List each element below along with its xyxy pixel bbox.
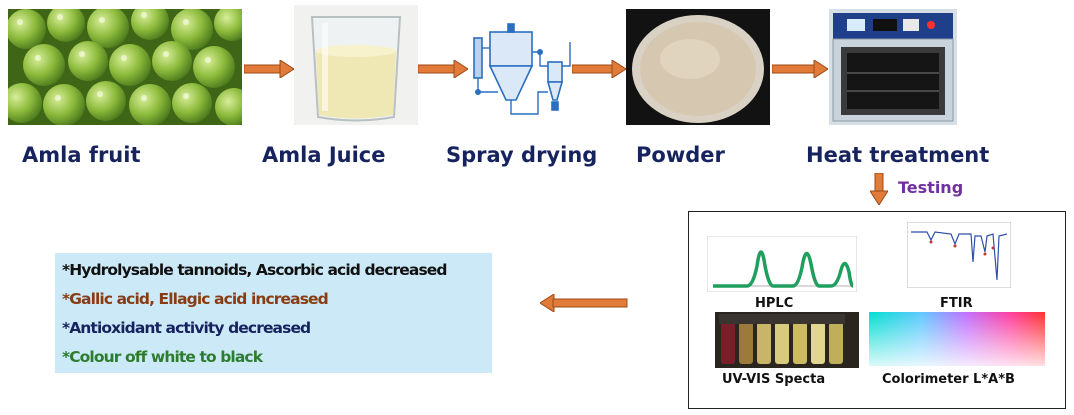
test-label-hplc: HPLC	[755, 296, 794, 311]
test-label-uv-vis: UV-VIS Specta	[722, 372, 826, 387]
color-gamut	[869, 312, 1045, 366]
testing-panel: HPLC FTIR UV-VIS Specta	[688, 211, 1066, 409]
arrow-right-icon	[418, 60, 468, 78]
oven-photo	[829, 9, 957, 125]
result-item: *Colour off white to black	[62, 348, 263, 366]
arrow-left-icon	[540, 294, 628, 312]
result-item: *Gallic acid, Ellagic acid increased	[62, 290, 329, 308]
testing-label: Testing	[898, 178, 964, 197]
juice-beaker-photo	[294, 5, 418, 125]
step-label-powder: Powder	[636, 143, 725, 167]
ftir-spectrum	[907, 222, 1011, 288]
hplc-chromatogram	[707, 236, 857, 292]
uv-vis-vials-photo	[715, 312, 859, 368]
result-item: *Antioxidant activity decreased	[62, 319, 311, 337]
spray-dryer-schematic	[473, 23, 571, 115]
test-label-colorimeter: Colorimeter L*A*B	[882, 372, 1015, 387]
arrow-down-icon	[870, 173, 888, 205]
test-label-ftir: FTIR	[940, 296, 973, 311]
arrow-right-icon	[244, 60, 294, 78]
result-item: *Hydrolysable tannoids, Ascorbic acid de…	[62, 261, 447, 279]
arrow-right-icon	[572, 60, 626, 78]
amla-fruit-photo	[8, 9, 242, 125]
step-label-amla-juice: Amla Juice	[262, 143, 386, 167]
step-label-spray-drying: Spray drying	[446, 143, 598, 167]
step-label-heat-treatment: Heat treatment	[806, 143, 990, 167]
step-label-amla-fruit: Amla fruit	[22, 143, 141, 167]
arrow-right-icon	[772, 60, 828, 78]
powder-dish-photo	[626, 9, 770, 125]
results-summary: *Hydrolysable tannoids, Ascorbic acid de…	[55, 253, 492, 373]
